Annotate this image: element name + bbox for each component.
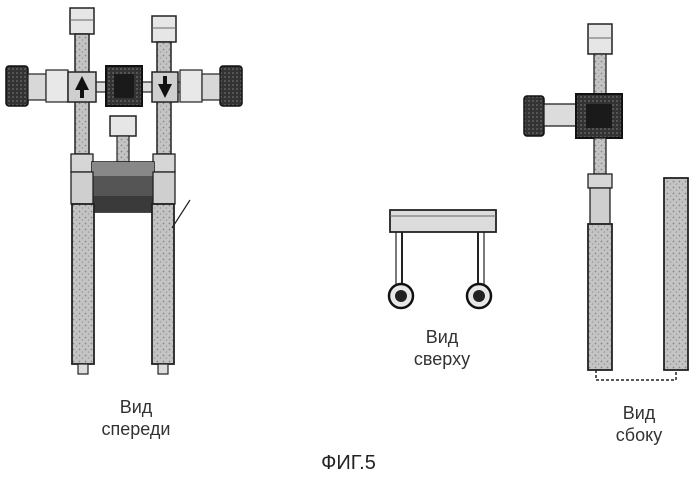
top-view-label-line1: Вид: [400, 326, 484, 348]
front-right-column: [152, 204, 174, 364]
front-fitting-4: [202, 74, 220, 100]
side-bottom-u-connector: [596, 370, 676, 380]
front-right-knob: [220, 66, 242, 106]
top-view-label: Вид сверху: [400, 326, 484, 370]
front-fitting-2: [46, 70, 68, 102]
figure-caption: ФИГ.5: [0, 452, 697, 475]
side-top-cap: [588, 24, 612, 54]
front-view-label-line2: спереди: [100, 418, 172, 440]
front-middle-cap: [110, 116, 136, 136]
side-view-label-line2: сбоку: [604, 424, 674, 446]
front-fitting-3: [180, 70, 202, 102]
front-fitting-1: [28, 74, 46, 100]
top-view-bar: [390, 210, 496, 232]
side-view-drawing: [524, 24, 688, 380]
side-view-label-line1: Вид: [604, 402, 674, 424]
top-view-drawing: [389, 210, 496, 308]
front-view-label-line1: Вид: [100, 396, 172, 418]
side-knob: [524, 96, 544, 136]
front-top-right-cap: [152, 16, 176, 42]
front-top-left-cap: [70, 8, 94, 34]
front-left-column: [72, 204, 94, 364]
side-left-column: [588, 224, 612, 370]
side-view-label: Вид сбоку: [604, 402, 674, 446]
front-left-knob: [6, 66, 28, 106]
top-view-label-line2: сверху: [400, 348, 484, 370]
front-view-drawing: [6, 8, 242, 374]
side-right-column: [664, 178, 688, 370]
front-view-label: Вид спереди: [100, 396, 172, 440]
